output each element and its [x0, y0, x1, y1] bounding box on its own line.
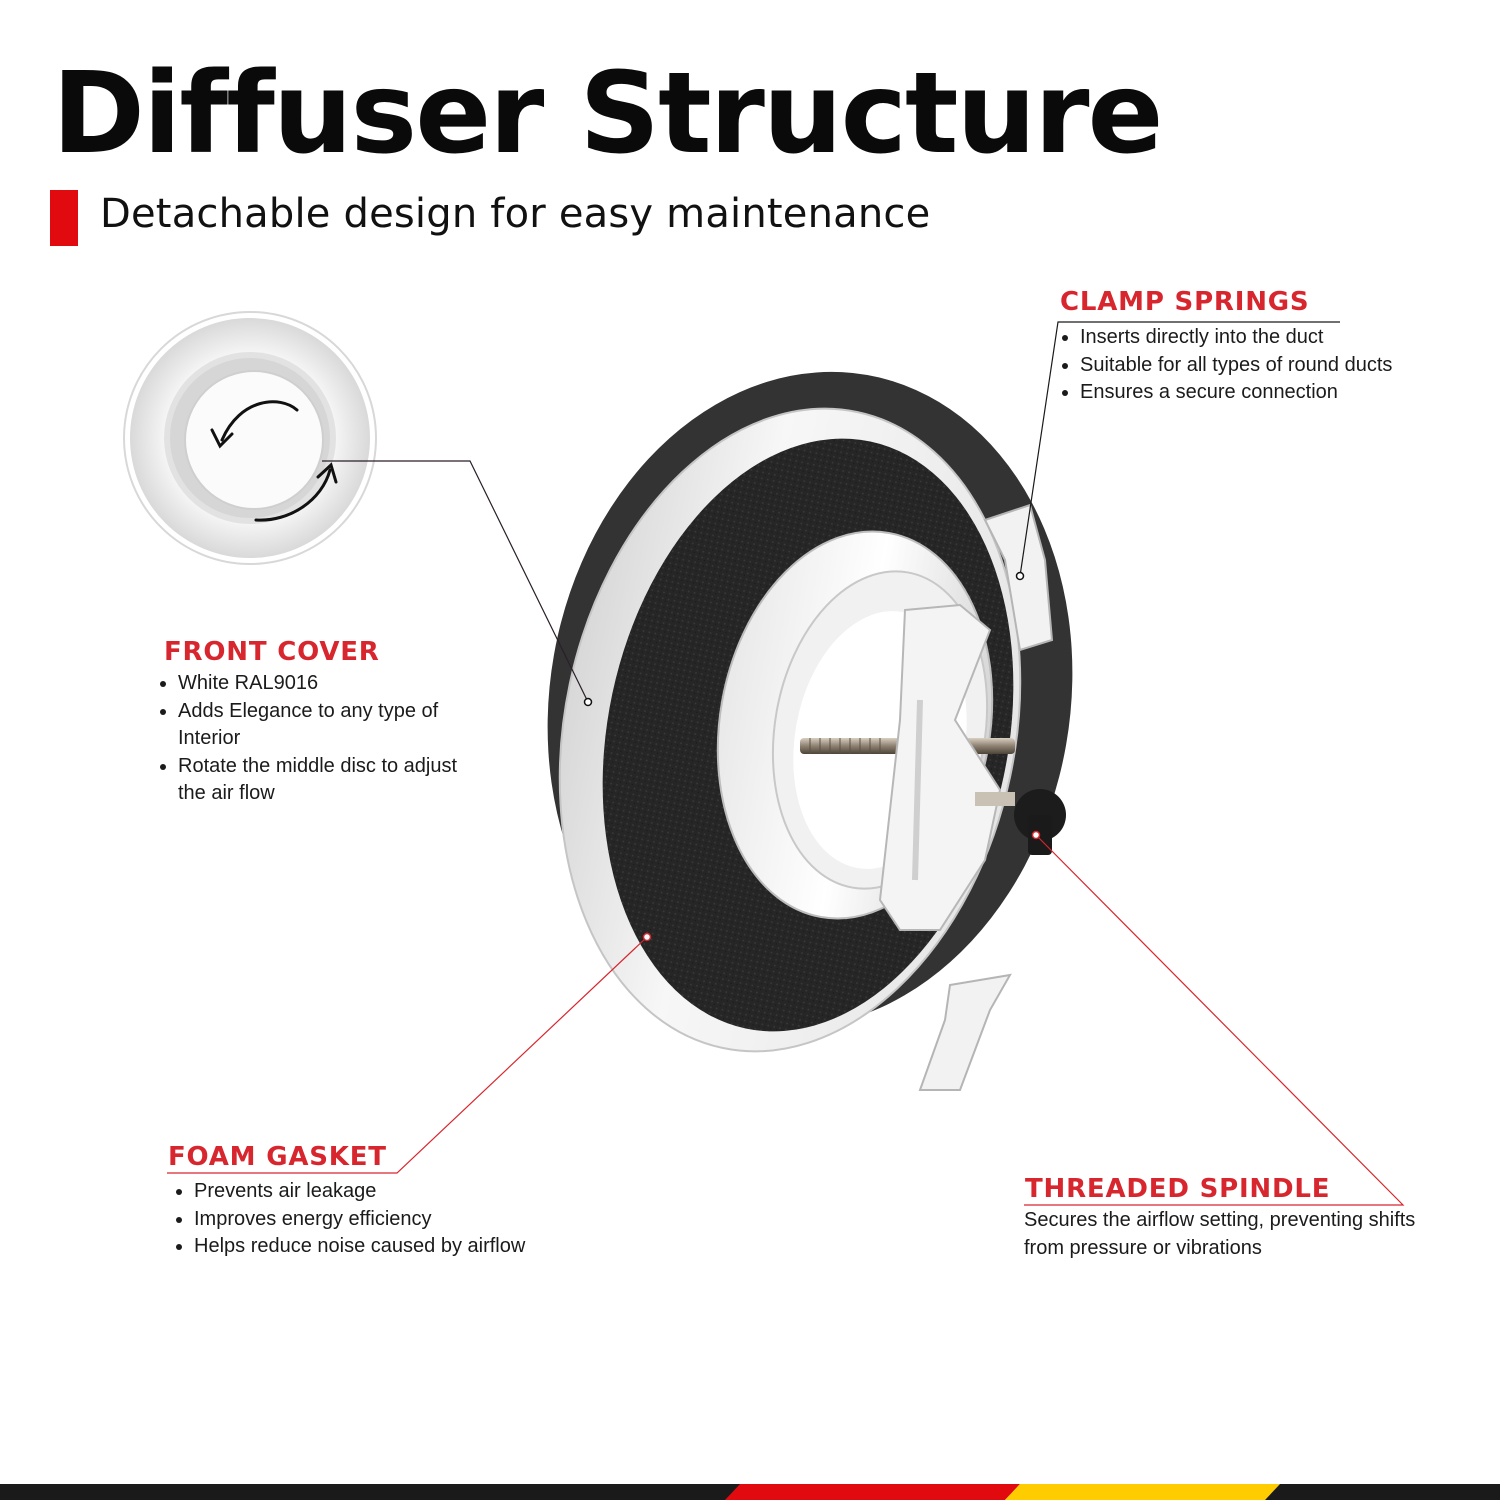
list-item: Ensures a secure connection — [1080, 379, 1392, 407]
list-item: Rotate the middle disc to adjust the air… — [178, 753, 468, 808]
front-cover-inset — [123, 311, 377, 565]
list-item: Helps reduce noise caused by airflow — [194, 1233, 525, 1261]
bottom-color-band — [0, 1484, 1500, 1500]
list-item: Suitable for all types of round ducts — [1080, 352, 1392, 380]
diffuser-body — [547, 371, 1073, 1091]
threaded-spindle-heading: THREADED SPINDLE — [1025, 1174, 1331, 1204]
rotate-arrows-icon — [210, 400, 338, 522]
list-item: Improves energy efficiency — [194, 1206, 525, 1234]
subtitle-accent-bar — [50, 190, 78, 246]
clamp-springs-heading: CLAMP SPRINGS — [1060, 287, 1310, 317]
front-cover-list: White RAL9016 Adds Elegance to any type … — [156, 670, 468, 808]
leader-lines — [167, 321, 1405, 1206]
leader-dot-icon — [583, 571, 1041, 942]
list-item: Prevents air leakage — [194, 1178, 525, 1206]
clamp-springs-list: Inserts directly into the duct Suitable … — [1058, 324, 1392, 407]
list-item: Inserts directly into the duct — [1080, 324, 1392, 352]
threaded-spindle-description: Secures the airflow setting, preventing … — [1024, 1209, 1416, 1259]
foam-gasket-heading: FOAM GASKET — [168, 1142, 387, 1172]
list-item: White RAL9016 — [178, 670, 468, 698]
front-cover-heading: FRONT COVER — [164, 637, 380, 667]
page-subtitle: Detachable design for easy maintenance — [100, 191, 931, 237]
page-title: Diffuser Structure — [52, 49, 1163, 179]
list-item: Adds Elegance to any type of Interior — [178, 698, 468, 753]
foam-gasket-list: Prevents air leakage Improves energy eff… — [172, 1178, 525, 1261]
